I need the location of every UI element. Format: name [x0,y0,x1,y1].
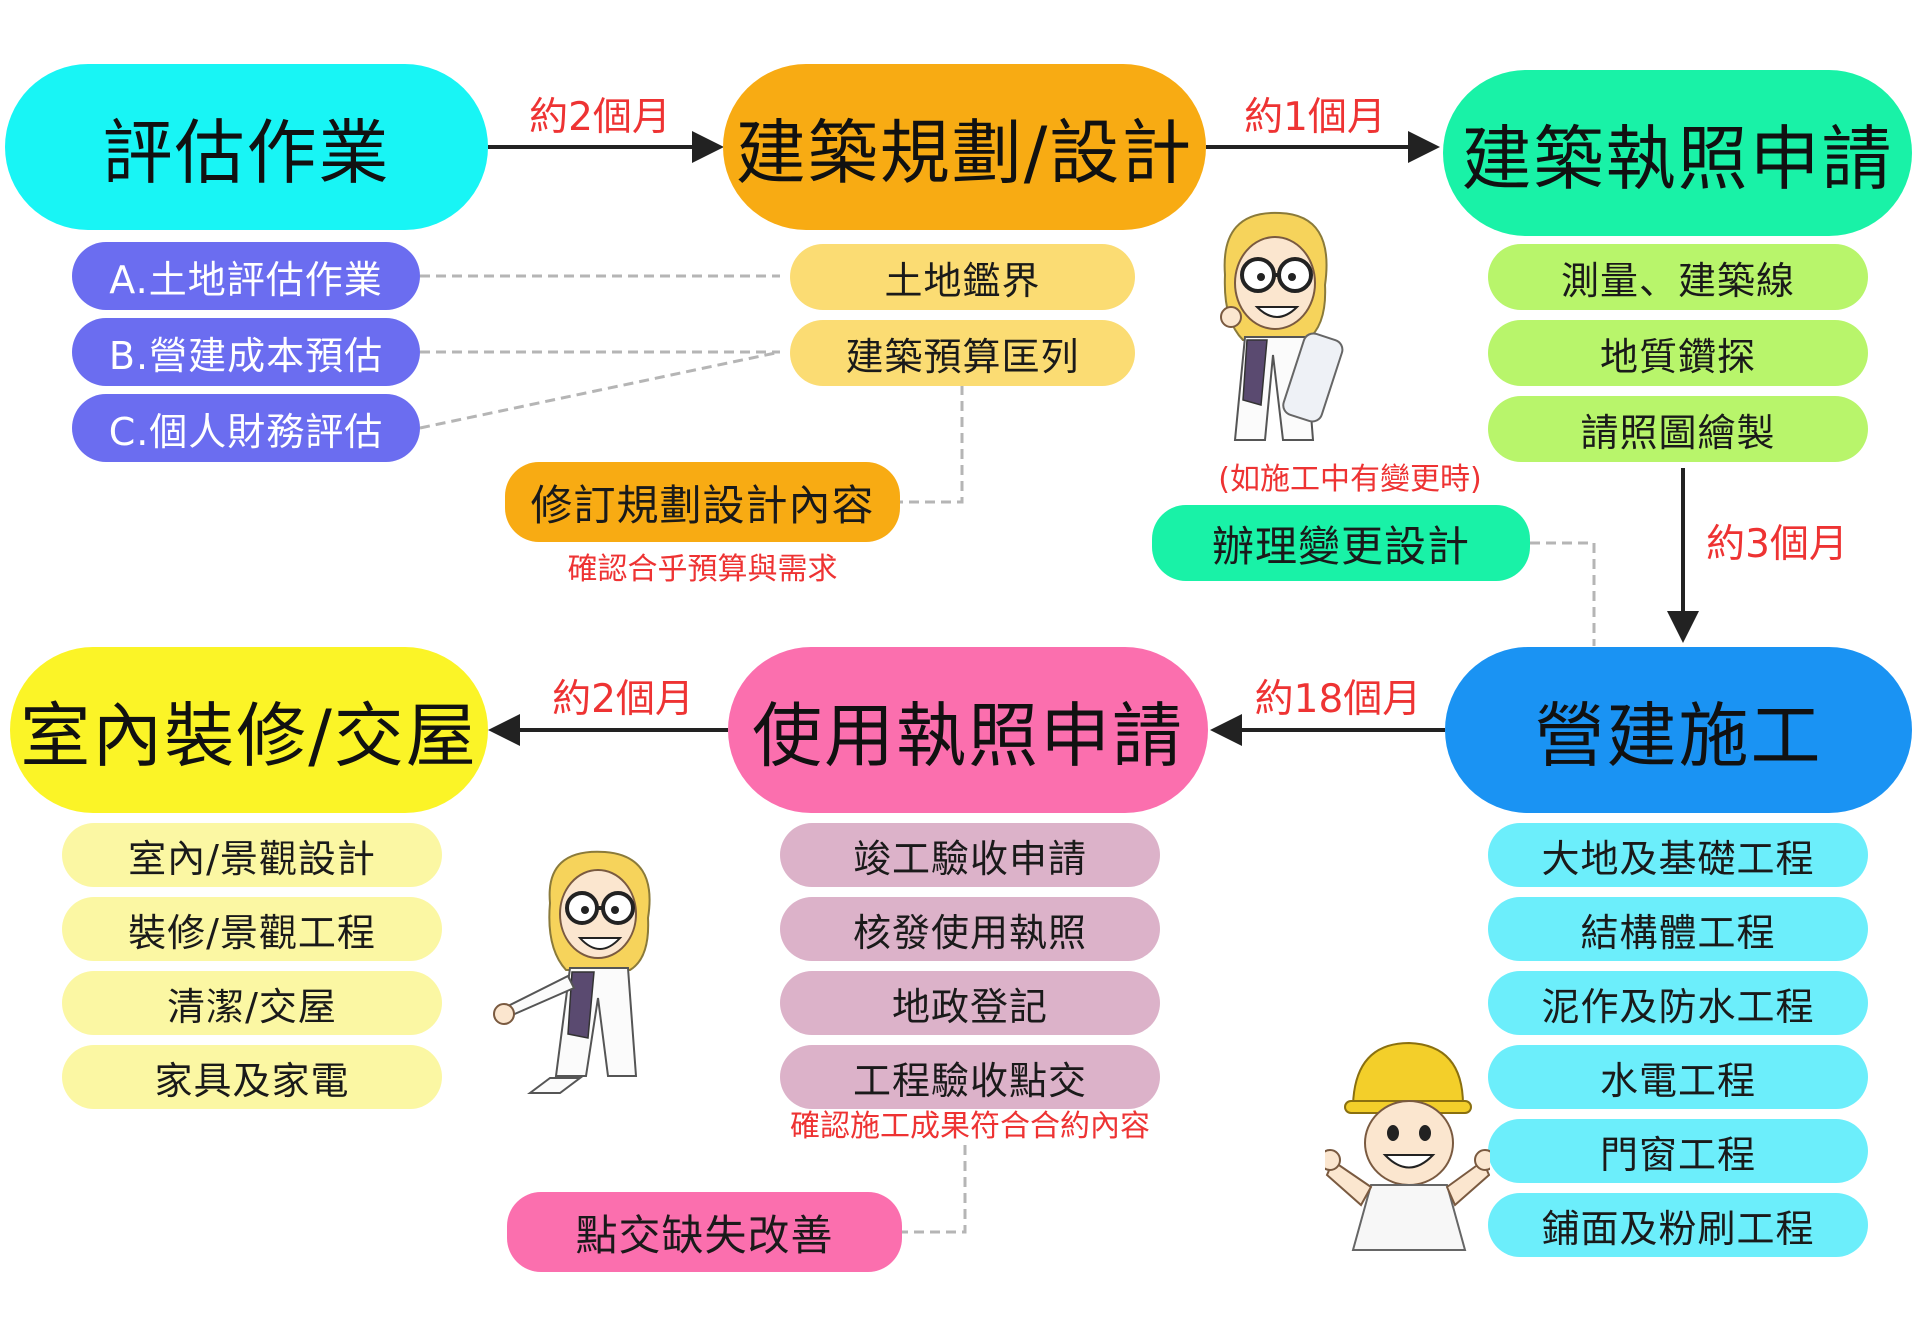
change-note: (如施工中有變更時) [1218,462,1482,497]
interior-item: 裝修/景觀工程 [62,897,442,961]
planning-item-label: 建築預算匡列 [845,334,1080,379]
stage-interior: 室內裝修/交屋 [10,647,488,813]
duration-eval-to-planning: 約2個月 [529,95,671,140]
change-design-label: 辦理變更設計 [1211,521,1470,571]
interior-item: 家具及家電 [62,1045,442,1109]
usage-item-label: 地政登記 [891,984,1048,1029]
stage-usage-permit-label: 使用執照申請 [752,694,1184,777]
construction-item-label: 大地及基礎工程 [1541,836,1815,881]
revise-design-label: 修訂規劃設計內容 [530,480,875,530]
duration-permit-to-construction: 約3個月 [1706,522,1848,567]
dashed-change-to-construction [1530,541,1596,646]
usage-item: 竣工驗收申請 [780,823,1160,887]
interior-item: 清潔/交屋 [62,971,442,1035]
change-design: 辦理變更設計 [1152,505,1530,581]
construction-item: 泥作及防水工程 [1488,971,1868,1035]
construction-item: 門窗工程 [1488,1119,1868,1183]
interior-item-label: 家具及家電 [154,1058,350,1103]
pointing-figure [493,850,651,1094]
stage-evaluation: 評估作業 [5,64,488,230]
construction-item-label: 鋪面及粉刷工程 [1541,1206,1815,1251]
interior-item-label: 裝修/景觀工程 [128,910,376,955]
architect-figure [1220,211,1344,441]
evaluation-item: B.營建成本預估 [72,318,420,386]
stage-permit-label: 建築執照申請 [1461,117,1894,200]
stage-construction: 營建施工 [1445,647,1912,813]
construction-item-label: 泥作及防水工程 [1541,984,1815,1029]
construction-item-label: 結構體工程 [1580,910,1776,955]
usage-note: 確認施工成果符合合約內容 [790,1109,1150,1144]
stage-interior-label: 室內裝修/交屋 [20,694,478,777]
interior-item-label: 室內/景觀設計 [128,836,376,881]
evaluation-item-label: B.營建成本預估 [108,333,384,378]
stage-construction-label: 營建施工 [1534,694,1823,777]
duration-planning-to-permit: 約1個月 [1244,95,1386,140]
planning-item-label: 土地鑑界 [884,258,1041,303]
construction-item: 鋪面及粉刷工程 [1488,1193,1868,1257]
evaluation-item: A.土地評估作業 [72,242,420,310]
construction-item-label: 水電工程 [1599,1058,1756,1103]
permit-item: 地質鑽探 [1488,320,1868,386]
dashed-finance-eval [419,350,781,430]
dashed-usage-to-defect [902,1145,967,1234]
duration-usage-to-interior: 約2個月 [552,677,694,722]
permit-item: 測量、建築線 [1488,244,1868,310]
evaluation-item: C.個人財務評估 [72,394,420,462]
construction-item: 大地及基礎工程 [1488,823,1868,887]
evaluation-item-label: A.土地評估作業 [109,257,383,302]
usage-item: 核發使用執照 [780,897,1160,961]
planning-item: 土地鑑界 [790,244,1135,310]
permit-item: 請照圖繪製 [1488,396,1868,462]
usage-item: 工程驗收點交 [780,1045,1160,1109]
dashed-budget-to-revise [900,385,964,504]
construction-item: 結構體工程 [1488,897,1868,961]
construction-item-label: 門窗工程 [1599,1132,1756,1177]
stage-permit: 建築執照申請 [1443,70,1912,236]
usage-item: 地政登記 [780,971,1160,1035]
construction-item: 水電工程 [1488,1045,1868,1109]
usage-item-label: 竣工驗收申請 [852,836,1087,881]
defect-fix-label: 點交缺失改善 [575,1210,834,1260]
permit-item-label: 請照圖繪製 [1580,410,1776,455]
stage-evaluation-label: 評估作業 [102,111,391,194]
revise-design: 修訂規劃設計內容 [505,462,900,542]
permit-item-label: 測量、建築線 [1560,258,1795,303]
revise-note: 確認合乎預算與需求 [567,552,838,587]
usage-item-label: 工程驗收點交 [852,1058,1087,1103]
stage-planning: 建築規劃/設計 [723,64,1206,230]
evaluation-item-label: C.個人財務評估 [108,409,384,454]
planning-item: 建築預算匡列 [790,320,1135,386]
permit-item-label: 地質鑽探 [1599,334,1756,379]
usage-item-label: 核發使用執照 [852,910,1087,955]
interior-item: 室內/景觀設計 [62,823,442,887]
worker-figure [1325,1041,1490,1251]
defect-fix: 點交缺失改善 [507,1192,902,1272]
interior-item-label: 清潔/交屋 [167,984,337,1029]
stage-planning-label: 建築規劃/設計 [735,111,1194,194]
duration-construction-to-usage: 約18個月 [1254,677,1422,722]
stage-usage-permit: 使用執照申請 [728,647,1208,813]
